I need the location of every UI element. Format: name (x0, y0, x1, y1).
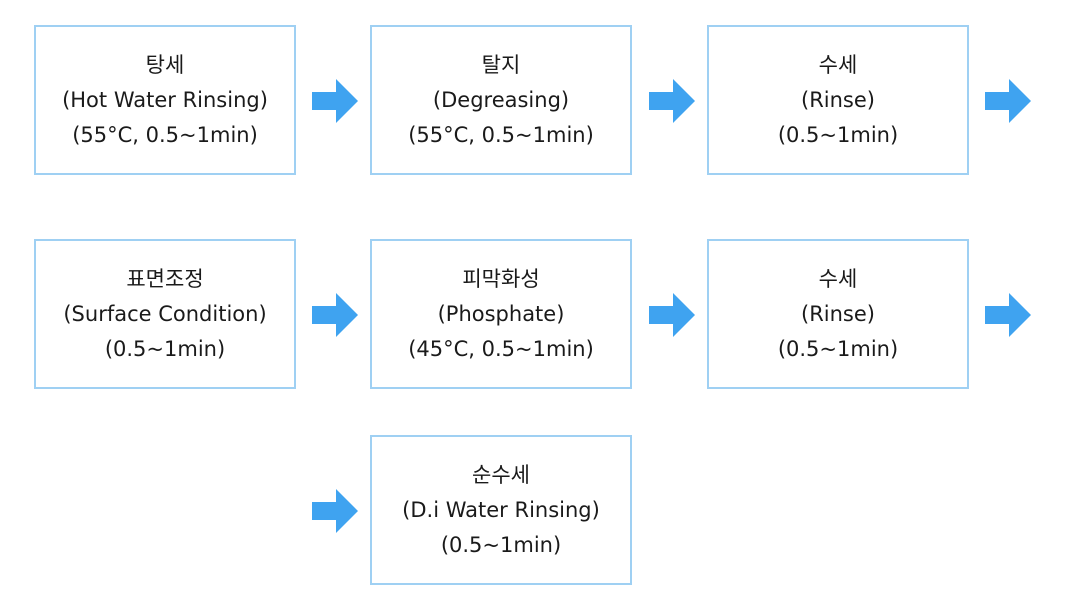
step-english-label: (Surface Condition) (63, 301, 267, 326)
step-korean-label: 순수세 (472, 462, 530, 487)
arrow-right-icon (312, 293, 358, 337)
step-condition-label: (55°C, 0.5~1min) (72, 122, 258, 147)
step-condition-label: (55°C, 0.5~1min) (408, 122, 594, 147)
arrow-right-icon (649, 79, 695, 123)
step-english-label: (Rinse) (801, 87, 875, 112)
arrow-right-icon (985, 79, 1031, 123)
step-korean-label: 표면조정 (126, 266, 204, 291)
process-step-rinse-1: 수세 (Rinse) (0.5~1min) (707, 25, 969, 175)
process-step-di-water-rinsing: 순수세 (D.i Water Rinsing) (0.5~1min) (370, 435, 632, 585)
process-step-phosphate: 피막화성 (Phosphate) (45°C, 0.5~1min) (370, 239, 632, 389)
process-step-surface-condition: 표면조정 (Surface Condition) (0.5~1min) (34, 239, 296, 389)
step-korean-label: 탕세 (145, 52, 185, 77)
step-korean-label: 수세 (818, 52, 858, 77)
process-step-rinse-2: 수세 (Rinse) (0.5~1min) (707, 239, 969, 389)
step-condition-label: (0.5~1min) (104, 336, 226, 361)
step-condition-label: (0.5~1min) (777, 122, 899, 147)
step-condition-label: (0.5~1min) (440, 532, 562, 557)
step-english-label: (Degreasing) (432, 87, 570, 112)
step-korean-label: 수세 (818, 266, 858, 291)
process-step-hot-water-rinsing: 탕세 (Hot Water Rinsing) (55°C, 0.5~1min) (34, 25, 296, 175)
step-english-label: (Rinse) (801, 301, 875, 326)
process-step-degreasing: 탈지 (Degreasing) (55°C, 0.5~1min) (370, 25, 632, 175)
arrow-right-icon (649, 293, 695, 337)
step-condition-label: (45°C, 0.5~1min) (408, 336, 594, 361)
step-english-label: (Phosphate) (437, 301, 565, 326)
step-korean-label: 탈지 (481, 52, 521, 77)
arrow-right-icon (312, 79, 358, 123)
step-english-label: (D.i Water Rinsing) (402, 497, 600, 522)
step-korean-label: 피막화성 (462, 266, 540, 291)
arrow-right-icon (312, 489, 358, 533)
step-condition-label: (0.5~1min) (777, 336, 899, 361)
step-english-label: (Hot Water Rinsing) (62, 87, 268, 112)
arrow-right-icon (985, 293, 1031, 337)
